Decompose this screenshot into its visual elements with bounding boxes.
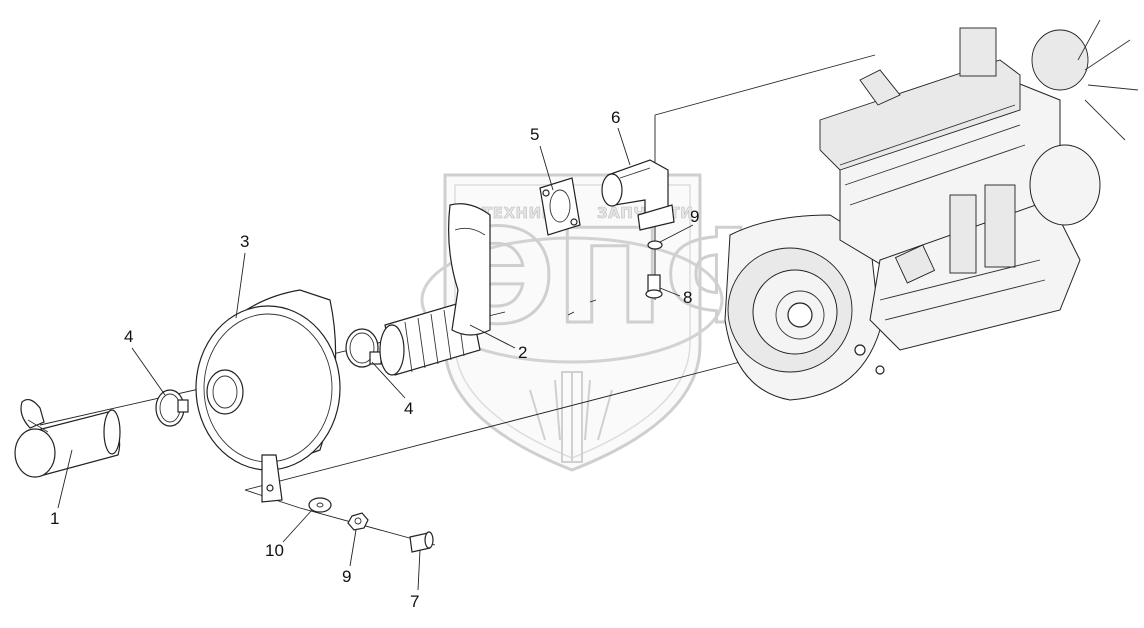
part-4-clamp-left bbox=[155, 389, 189, 427]
callout-4-right: 4 bbox=[404, 399, 413, 418]
callout-6: 6 bbox=[611, 108, 620, 127]
part-6-elbow bbox=[601, 159, 675, 231]
part-7-bolt bbox=[409, 531, 434, 553]
shield-watermark-icon: ТЕХНИКА ЗАПЧАСТИ ЭПФ bbox=[420, 173, 795, 472]
callout-5: 5 bbox=[530, 125, 539, 144]
part-8-bolt bbox=[645, 274, 663, 299]
callout-labels: 1 2 3 4 4 5 6 7 8 9 9 10 bbox=[50, 108, 699, 611]
callout-9-top: 9 bbox=[690, 207, 699, 226]
callout-9-bottom: 9 bbox=[342, 567, 351, 586]
part-4-clamp-right bbox=[345, 328, 382, 368]
part-10-washer bbox=[308, 497, 332, 513]
part-9-washer-top bbox=[647, 240, 663, 250]
callout-1: 1 bbox=[50, 509, 59, 528]
callout-7: 7 bbox=[410, 592, 419, 611]
engine-illustration bbox=[724, 19, 1139, 401]
part-2-hose bbox=[379, 203, 491, 376]
part-3-air-cleaner bbox=[195, 289, 341, 503]
wheat-icon bbox=[529, 371, 613, 463]
part-5-flange bbox=[539, 177, 581, 236]
part-9-nut bbox=[347, 512, 369, 531]
callout-10: 10 bbox=[265, 541, 284, 560]
callout-leaders bbox=[57, 127, 694, 591]
callout-8: 8 bbox=[683, 288, 692, 307]
part-1-intake-tube bbox=[14, 398, 121, 478]
callout-4-left: 4 bbox=[124, 327, 133, 346]
callout-2: 2 bbox=[518, 343, 527, 362]
callout-3: 3 bbox=[240, 232, 249, 251]
